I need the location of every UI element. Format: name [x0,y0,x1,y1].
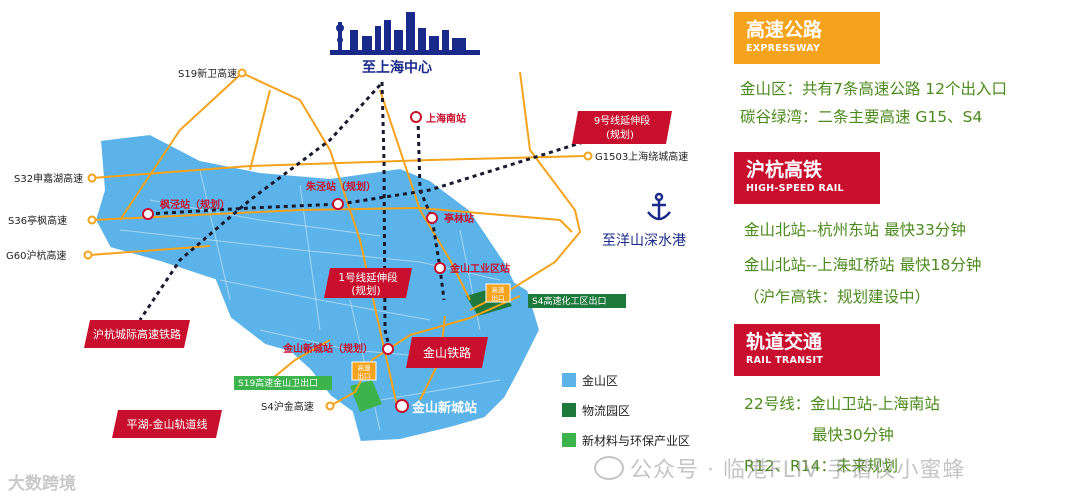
svg-text:出口: 出口 [492,293,505,302]
exit-badge-s19: 高速 出口 [351,361,377,381]
exit-label-s4: S4高速化工区出口 [528,294,626,308]
highspeed-line-3: （沪乍高铁：规划建设中） [744,288,931,306]
callout-line1: 1号线延伸段 (规划) [324,268,412,298]
svg-text:(规划): (规划) [351,284,380,297]
callout-jinshan-railway: 金山铁路 [406,337,488,368]
station-zhujing: 朱泾站（规划） [306,180,376,193]
station-jinshan-new-planned: 金山新城站（规划） [282,342,373,355]
station-tinglin: 亭林站 [444,212,474,225]
highway-label-s19: S19新卫高速 [178,67,237,80]
highway-label-s32: S32申嘉湖高速 [14,172,83,185]
highway-label-s4: S4沪金高速 [261,400,314,413]
svg-text:沪杭城际高速铁路: 沪杭城际高速铁路 [93,327,181,341]
highway-label-s36: S36亭枫高速 [8,214,67,227]
map-legend: 金山区 物流园区 新材料与环保产业区 [562,373,690,448]
expressway-line-1: 金山区：共有7条高速公路 12个出入口 [740,80,1008,98]
station-industrial-zone: 金山工业区站 [449,262,510,275]
watermark-right: 公众号 · 临港FLIV 手谱仪小蜜蜂 [594,452,965,484]
watermark-left: 大数跨境 [8,474,76,494]
transit-header: 轨道交通 RAIL TRANSIT [734,324,880,376]
wechat-icon [594,456,624,480]
highway-label-g1503: G1503上海绕城高速 [595,150,688,163]
port-destination-label: 至洋山深水港 [602,233,686,249]
legend-industry: 新材料与环保产业区 [582,433,690,448]
svg-text:S4高速化工区出口: S4高速化工区出口 [532,295,606,307]
info-panel: 高速公路 EXPRESSWAY 金山区：共有7条高速公路 12个出入口 碳谷绿湾… [732,0,1080,504]
exit-badge-s4: 高速 出口 [485,283,511,303]
expressway-header: 高速公路 EXPRESSWAY [734,12,880,64]
highspeed-header: 沪杭高铁 HIGH-SPEED RAIL [734,152,880,204]
svg-text:平湖-金山轨道线: 平湖-金山轨道线 [127,417,208,431]
callout-pinghu-rail: 平湖-金山轨道线 [112,410,222,438]
callout-line9: 9号线延伸段 (规划) [572,111,672,144]
anchor-icon [647,192,671,221]
transit-line-1: 22号线：金山卫站-上海南站 [744,395,940,413]
highspeed-line-1: 金山北站--杭州东站 最快33分钟 [744,221,966,239]
highspeed-line-2: 金山北站--上海虹桥站 最快18分钟 [744,256,982,274]
legend-district: 金山区 [582,373,618,388]
transit-line-3: R12、R14：未来规划 [744,457,898,475]
svg-text:S19高速金山卫出口: S19高速金山卫出口 [238,377,318,389]
shanghai-skyline-icon [330,12,480,55]
station-fengjing: 枫泾站（规划） [160,198,230,211]
top-destination-label: 至上海中心 [362,59,432,76]
svg-text:高速: 高速 [492,285,506,294]
watermark-right-text: 公众号 · 临港FLIV 手谱仪小蜜蜂 [630,458,966,483]
svg-text:高速: 高速 [358,363,372,372]
callout-intercity-rail: 沪杭城际高速铁路 [84,320,190,348]
svg-text:金山铁路: 金山铁路 [423,345,471,360]
svg-text:(规划): (规划) [606,128,634,141]
legend-logistics: 物流园区 [582,404,630,418]
station-jinshan-newcity: 金山新城站 [411,400,477,416]
transit-line-2: 最快30分钟 [812,426,894,444]
station-icon [410,111,422,123]
station-shanghai-south: 上海南站 [426,112,466,125]
svg-text:9号线延伸段: 9号线延伸段 [594,114,650,127]
highway-label-g60: G60沪杭高速 [6,249,66,262]
svg-text:出口: 出口 [358,371,371,380]
exit-label-s19: S19高速金山卫出口 [234,376,332,390]
expressway-line-2: 碳谷绿湾：二条主要高速 G15、S4 [740,108,983,126]
svg-text:1号线延伸段: 1号线延伸段 [338,271,398,284]
